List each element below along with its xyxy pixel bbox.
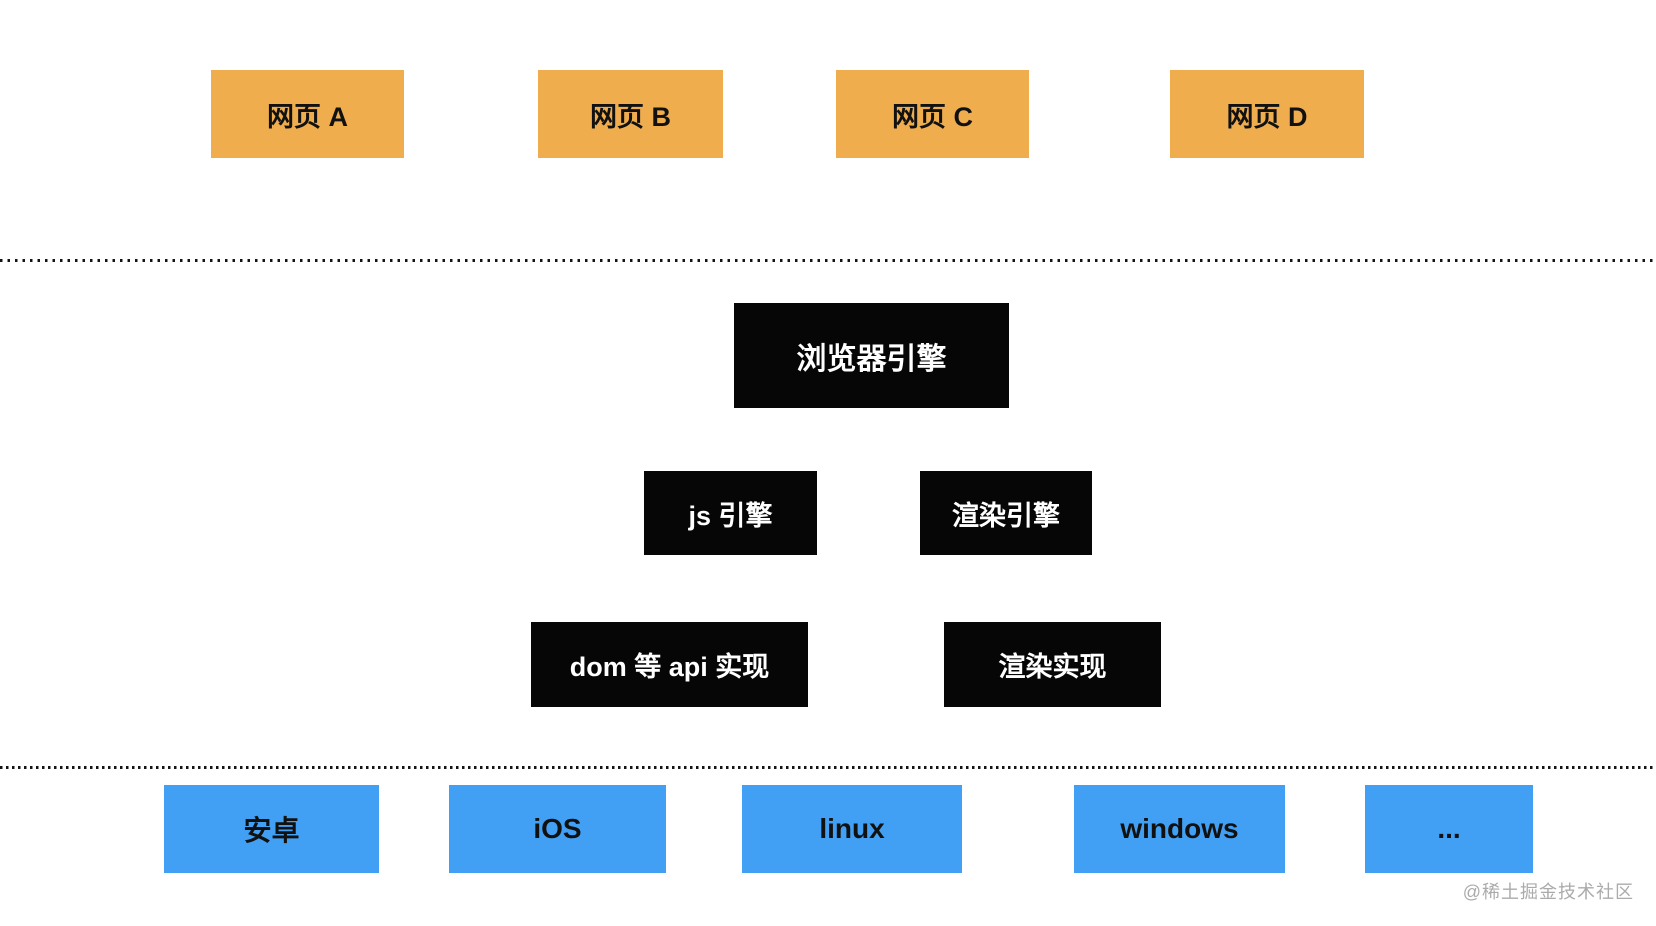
js-engine-box: js 引擎 — [644, 471, 817, 555]
render-engine-box: 渲染引擎 — [920, 471, 1092, 555]
watermark: @稀土掘金技术社区 — [1462, 882, 1634, 902]
os-more-box: ... — [1365, 785, 1533, 873]
webpage-c-box: 网页 C — [836, 70, 1029, 158]
webpage-b-box: 网页 B — [538, 70, 723, 158]
os-android-box: 安卓 — [164, 785, 379, 873]
dotted-divider-bottom — [0, 766, 1656, 769]
webpage-d-box: 网页 D — [1170, 70, 1364, 158]
os-ios-box: iOS — [449, 785, 666, 873]
dotted-divider-top — [0, 259, 1656, 262]
dom-api-implementation-box: dom 等 api 实现 — [531, 622, 808, 707]
browser-engine-box: 浏览器引擎 — [734, 303, 1009, 408]
render-implementation-box: 渲染实现 — [944, 622, 1161, 707]
os-linux-box: linux — [742, 785, 962, 873]
webpage-a-box: 网页 A — [211, 70, 404, 158]
os-windows-box: windows — [1074, 785, 1285, 873]
